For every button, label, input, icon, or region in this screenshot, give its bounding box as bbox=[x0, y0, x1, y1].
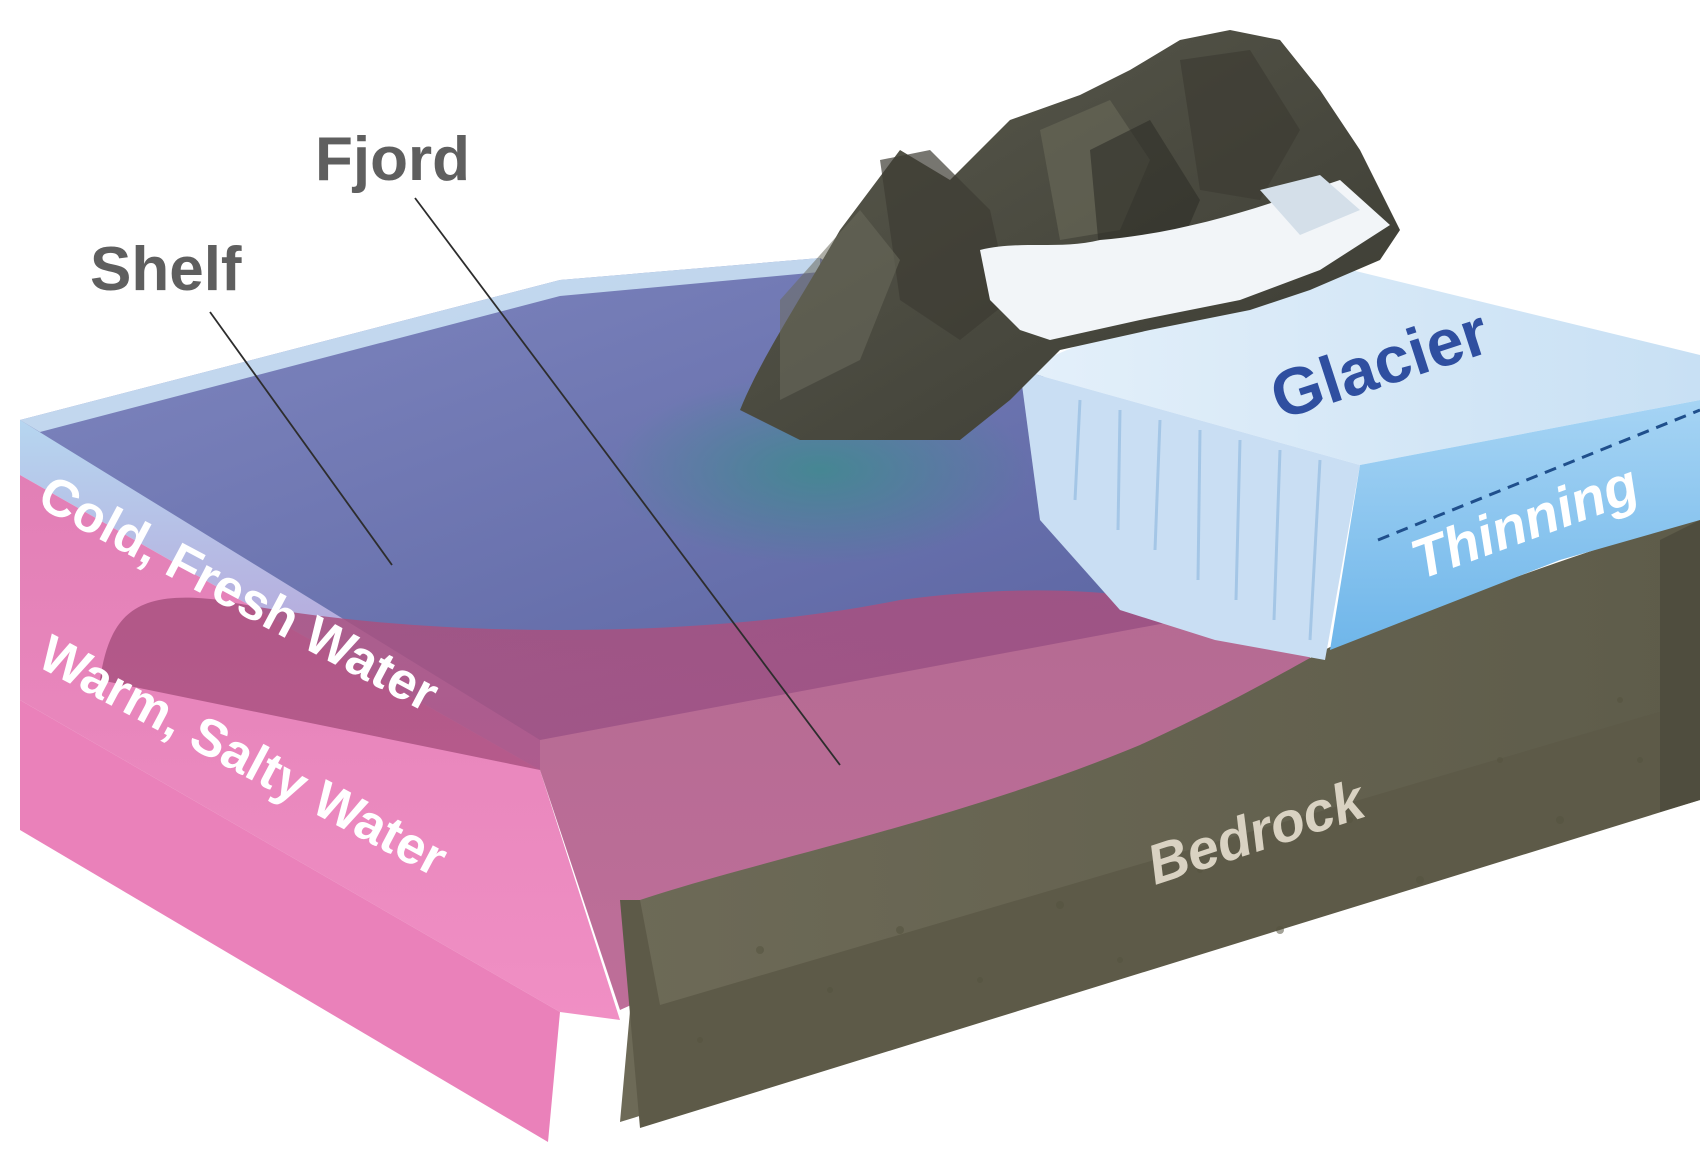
glacier-crevasses bbox=[1073, 399, 1322, 641]
fjord-label: Fjord bbox=[315, 125, 470, 194]
surface-rim bbox=[20, 258, 820, 432]
bedrock-front-face bbox=[620, 700, 1700, 1128]
glacier-front-face bbox=[1330, 400, 1700, 650]
bedrock-speckles bbox=[697, 697, 1643, 1043]
bedrock-right-face bbox=[1660, 520, 1700, 812]
fjord-leader-line bbox=[414, 197, 841, 766]
warm-water-body bbox=[100, 590, 1310, 1010]
warm-water-front-face-lower bbox=[20, 700, 560, 1142]
thinning-line bbox=[1377, 408, 1700, 542]
shelf-leader-line bbox=[209, 311, 393, 566]
shelf-label: Shelf bbox=[90, 235, 242, 304]
mountain-range bbox=[740, 30, 1400, 440]
